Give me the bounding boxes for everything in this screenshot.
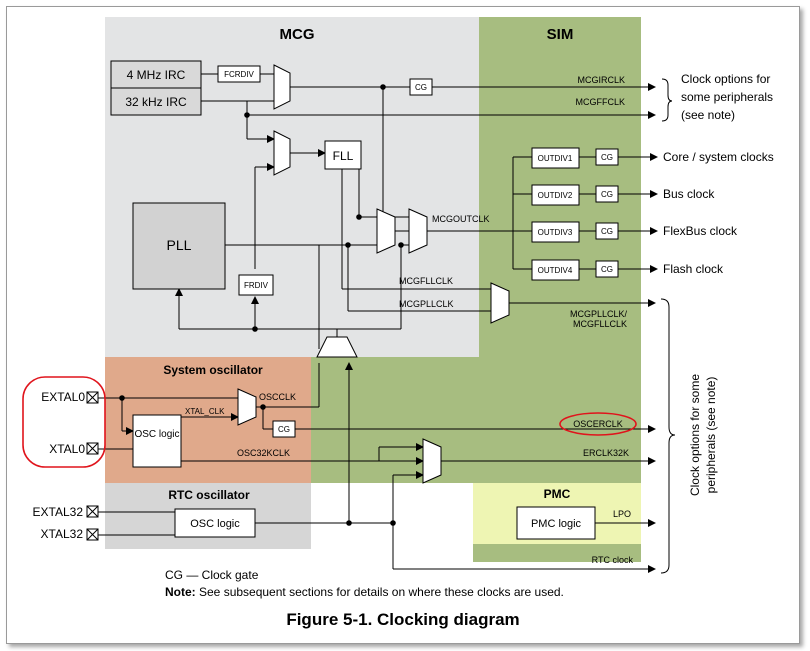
xtal0-label: XTAL0: [49, 442, 85, 456]
outdiv1-label: OUTDIV1: [538, 154, 573, 163]
irc-4mhz-box: [110, 60, 202, 89]
cg-flash-label: CG: [601, 265, 613, 274]
fll-box: [324, 140, 362, 170]
pll-label: PLL: [167, 237, 192, 253]
fcrdiv-box: [217, 65, 261, 83]
brace-top: [661, 78, 673, 122]
xtal32-label: XTAL32: [41, 527, 84, 541]
pin-xtal0: [86, 442, 99, 455]
wires: [93, 73, 658, 573]
erclk32k-label: ERCLK32K: [583, 448, 629, 458]
flexbus-clock-label: FlexBus clock: [663, 224, 738, 238]
mcgirclk-label: MCGIRCLK: [577, 75, 625, 85]
mux-erclk32k: [422, 438, 442, 484]
highlight-crystal-pins: [22, 376, 106, 468]
clock-options-top-line1: Clock options for: [681, 72, 770, 86]
cg-bus-label: CG: [601, 190, 613, 199]
irc-4mhz-label: 4 MHz IRC: [127, 68, 186, 82]
osc32kclk-label: OSC32KCLK: [237, 448, 290, 458]
mux-fll-ref: [273, 130, 291, 176]
cg-flash: [595, 260, 619, 278]
lpo-label: LPO: [613, 509, 631, 519]
clock-options-top-line3: (see note): [681, 108, 735, 122]
extal32-label: EXTAL32: [33, 505, 84, 519]
diagram-page: MCG SIM System oscillator RTC oscillator…: [6, 6, 800, 644]
cg-core: [595, 148, 619, 166]
mcgpllclk-mcgfllclk-label-2: MCGFLLCLK: [573, 319, 627, 329]
mux-external-ref: [316, 336, 358, 358]
outdiv2-label: OUTDIV2: [538, 191, 573, 200]
legend-cg: CG — Clock gate: [165, 568, 259, 582]
brace-side: [660, 298, 676, 574]
xtal-clk-label: XTAL_CLK: [185, 407, 225, 416]
outdiv2-box: [531, 184, 580, 206]
rtc-oscillator-title: RTC oscillator: [168, 488, 250, 502]
cg-bus: [595, 185, 619, 203]
cg-mcgirclk-label: CG: [415, 83, 427, 92]
fcrdiv-label: FCRDIV: [224, 70, 254, 79]
cg-oscerclk: [272, 420, 296, 438]
cg-flexbus: [595, 222, 619, 240]
osc-logic-rtc-box: [174, 508, 256, 538]
pll-box: [132, 202, 226, 290]
pmc-title: PMC: [544, 487, 571, 501]
pmc-logic-label: PMC logic: [531, 518, 582, 530]
oscclk-label: OSCCLK: [259, 392, 296, 402]
outdiv1-box: [531, 147, 580, 169]
cg-core-label: CG: [601, 153, 613, 162]
cg-oscerclk-label: CG: [278, 425, 290, 434]
extal0-label: EXTAL0: [41, 390, 85, 404]
outdiv3-label: OUTDIV3: [538, 228, 573, 237]
core-system-clocks-label: Core / system clocks: [663, 150, 774, 164]
pmc-logic-box: [516, 506, 596, 540]
mcgpllclk-label: MCGPLLCLK: [399, 299, 454, 309]
mcgffclk-label: MCGFFCLK: [576, 97, 626, 107]
outdiv4-box: [531, 259, 580, 281]
mcgpllclk-mcgfllclk-label-1: MCGPLLCLK/: [570, 309, 628, 319]
mcgfllclk-label: MCGFLLCLK: [399, 276, 453, 286]
outdiv3-box: [531, 221, 580, 243]
oscerclk-label: OSCERCLK: [573, 419, 623, 429]
highlight-oscerclk: [559, 412, 637, 436]
mcgoutclk-label: MCGOUTCLK: [432, 214, 490, 224]
mcg-title: MCG: [280, 26, 315, 43]
pin-extal0: [86, 391, 99, 404]
mux-irc: [273, 64, 291, 110]
clock-options-top-line2: some peripherals: [681, 90, 773, 104]
figure-caption: Figure 5-1. Clocking diagram: [286, 610, 519, 629]
mux-mcgout: [408, 208, 428, 254]
bus-clock-label: Bus clock: [663, 187, 715, 201]
mux-oscclk: [237, 388, 257, 426]
clock-options-side-line1: Clock options for some: [688, 374, 702, 496]
flash-clock-label: Flash clock: [663, 262, 724, 276]
irc-32khz-label: 32 kHz IRC: [125, 95, 187, 109]
osc-logic-box: [132, 414, 182, 468]
fll-label: FLL: [333, 149, 354, 163]
rtc-clock-label: RTC clock: [592, 555, 634, 565]
osc-logic-label: OSC logic: [134, 429, 179, 440]
pin-xtal32: [86, 528, 99, 541]
mux-fll-pll: [376, 208, 396, 254]
irc-32khz-box: [110, 87, 202, 116]
system-oscillator-title: System oscillator: [163, 363, 263, 377]
cg-mcgirclk: [409, 78, 433, 96]
outdiv4-label: OUTDIV4: [538, 266, 573, 275]
frdiv-box: [238, 274, 274, 296]
clock-options-side-line2: peripherals (see note): [704, 377, 718, 494]
mux-pll-fll-out: [490, 282, 510, 324]
sim-title: SIM: [547, 26, 574, 43]
osc-logic-rtc-label: OSC logic: [190, 518, 240, 530]
frdiv-label: FRDIV: [244, 281, 269, 290]
cg-flexbus-label: CG: [601, 227, 613, 236]
clocking-diagram: MCG SIM System oscillator RTC oscillator…: [22, 17, 774, 629]
legend-note: Note: See subsequent sections for detail…: [165, 585, 564, 599]
pin-extal32: [86, 505, 99, 518]
